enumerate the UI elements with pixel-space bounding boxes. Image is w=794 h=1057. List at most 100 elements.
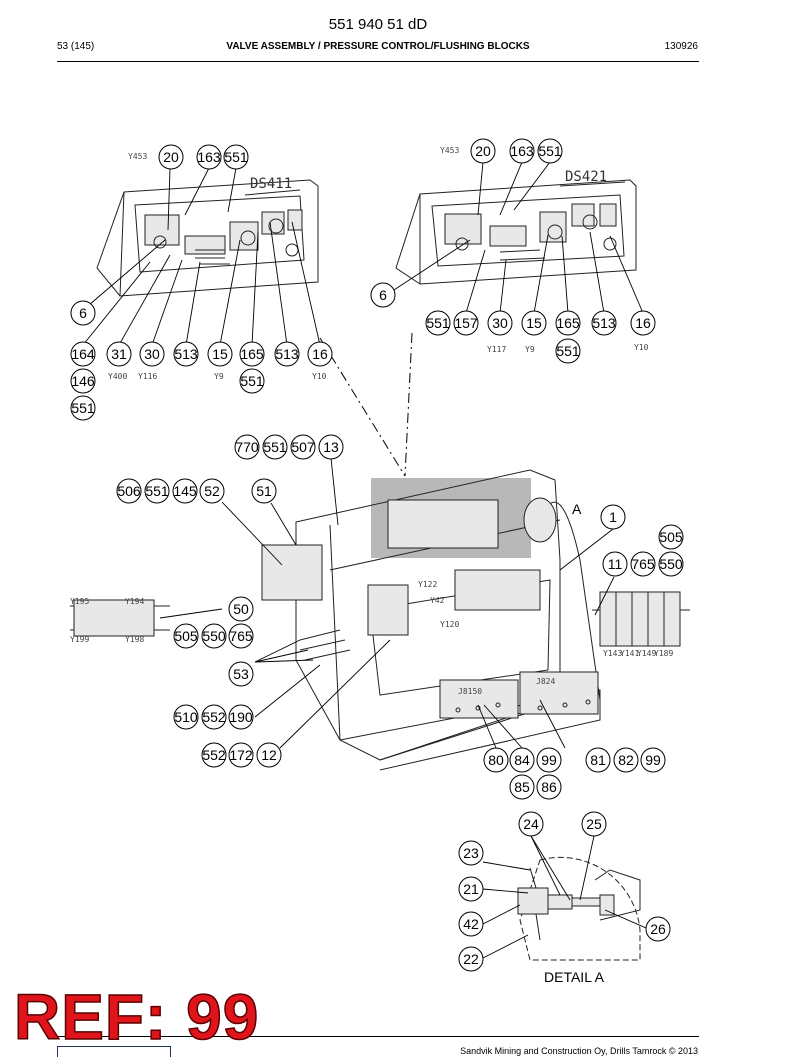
signal-label: Y116 <box>138 372 157 381</box>
callout-balloon: 25 <box>581 811 607 837</box>
svg-text:165: 165 <box>556 315 580 331</box>
svg-text:12: 12 <box>261 747 277 763</box>
detail-marker-a: A <box>572 501 582 517</box>
callout-balloon: 505 <box>173 623 199 649</box>
svg-text:190: 190 <box>229 709 253 725</box>
svg-text:506: 506 <box>117 483 141 499</box>
callout-balloon: 15 <box>207 341 233 367</box>
svg-text:510: 510 <box>174 709 198 725</box>
callout-balloon: 510 <box>173 704 199 730</box>
svg-text:550: 550 <box>659 556 683 572</box>
callout-balloon: 550 <box>658 551 684 577</box>
svg-text:21: 21 <box>463 881 479 897</box>
svg-text:1: 1 <box>609 509 617 525</box>
svg-text:85: 85 <box>514 779 530 795</box>
callout-balloon: 551 <box>425 310 451 336</box>
signal-label: Y42 <box>430 596 445 605</box>
callout-balloon: 770 <box>234 434 260 460</box>
svg-text:507: 507 <box>291 439 315 455</box>
svg-text:81: 81 <box>590 752 606 768</box>
svg-text:550: 550 <box>202 628 226 644</box>
svg-text:163: 163 <box>510 143 534 159</box>
signal-label: Y453 <box>440 146 459 155</box>
svg-text:22: 22 <box>463 951 479 967</box>
callout-balloon: 16 <box>630 310 656 336</box>
svg-text:172: 172 <box>229 747 253 763</box>
svg-text:551: 551 <box>224 149 248 165</box>
callout-balloon: 15 <box>521 310 547 336</box>
callout-balloon: 52 <box>199 478 225 504</box>
callout-balloon: 172 <box>228 742 254 768</box>
callout-balloon: 12 <box>256 742 282 768</box>
svg-text:80: 80 <box>488 752 504 768</box>
svg-text:23: 23 <box>463 845 479 861</box>
signal-label: Y117 <box>487 345 506 354</box>
callout-balloon: 30 <box>487 310 513 336</box>
signal-label: Y194 <box>125 597 144 606</box>
callout-balloon: 23 <box>458 840 484 866</box>
svg-text:552: 552 <box>202 747 226 763</box>
svg-text:551: 551 <box>240 373 264 389</box>
svg-text:13: 13 <box>323 439 339 455</box>
callout-balloon: 513 <box>274 341 300 367</box>
signal-label: Y10 <box>312 372 327 381</box>
svg-text:82: 82 <box>618 752 634 768</box>
footer-copyright: Sandvik Mining and Construction Oy, Dril… <box>460 1046 698 1056</box>
callout-balloon: 85 <box>509 774 535 800</box>
svg-text:513: 513 <box>174 346 198 362</box>
signal-label: Y143 <box>603 649 622 658</box>
svg-text:84: 84 <box>514 752 530 768</box>
signal-label: Y122 <box>418 580 437 589</box>
svg-text:16: 16 <box>312 346 328 362</box>
svg-text:99: 99 <box>541 752 557 768</box>
svg-text:52: 52 <box>204 483 220 499</box>
callout-balloon: 163 <box>509 138 535 164</box>
callout-balloon: 551 <box>223 144 249 170</box>
detail-a-view: DETAIL A <box>517 856 641 985</box>
callout-balloon: 164 <box>70 341 96 367</box>
svg-text:513: 513 <box>275 346 299 362</box>
svg-text:551: 551 <box>426 315 450 331</box>
callout-balloon: 11 <box>602 551 628 577</box>
svg-text:50: 50 <box>233 601 249 617</box>
svg-text:30: 30 <box>144 346 160 362</box>
callout-balloon: 50 <box>228 596 254 622</box>
left-valve-bank: Y195 Y194 Y199 Y198 <box>70 597 170 644</box>
brand-logo <box>57 1046 171 1057</box>
callout-balloon: 6 <box>70 300 96 326</box>
svg-text:53: 53 <box>233 666 249 682</box>
signal-label: Y10 <box>634 343 649 352</box>
svg-text:146: 146 <box>71 373 95 389</box>
svg-text:6: 6 <box>79 305 87 321</box>
callout-balloon: 146 <box>70 368 96 394</box>
callout-balloons: 20 163 551 20 163 551 6 6 551 157 30 15 … <box>70 138 684 972</box>
svg-text:165: 165 <box>240 346 264 362</box>
callout-balloon: 84 <box>509 747 535 773</box>
callout-balloon: 1 <box>600 504 626 530</box>
svg-text:551: 551 <box>556 343 580 359</box>
callout-balloon: 6 <box>370 282 396 308</box>
svg-text:145: 145 <box>173 483 197 499</box>
footer-divider <box>57 1036 699 1037</box>
svg-text:551: 551 <box>538 143 562 159</box>
signal-label: Y189 <box>654 649 673 658</box>
signal-label: Y453 <box>128 152 147 161</box>
callout-balloon: 86 <box>536 774 562 800</box>
svg-text:24: 24 <box>523 816 539 832</box>
callout-balloon: 551 <box>70 395 96 421</box>
signal-label: Y141 <box>620 649 639 658</box>
callout-balloon: 31 <box>106 341 132 367</box>
signal-label: Y199 <box>70 635 89 644</box>
callout-balloon: 513 <box>591 310 617 336</box>
page-title: VALVE ASSEMBLY / PRESSURE CONTROL/FLUSHI… <box>226 41 530 52</box>
callout-balloon: 21 <box>458 876 484 902</box>
right-valve-bank: Y143 Y141 Y149 Y189 <box>592 591 690 658</box>
svg-text:26: 26 <box>650 921 666 937</box>
signal-label: Y9 <box>525 345 535 354</box>
callout-balloon: 765 <box>630 551 656 577</box>
callout-balloon: 99 <box>640 747 666 773</box>
callout-balloon: 190 <box>228 704 254 730</box>
svg-text:20: 20 <box>163 149 179 165</box>
svg-text:30: 30 <box>492 315 508 331</box>
callout-balloon: 30 <box>139 341 165 367</box>
